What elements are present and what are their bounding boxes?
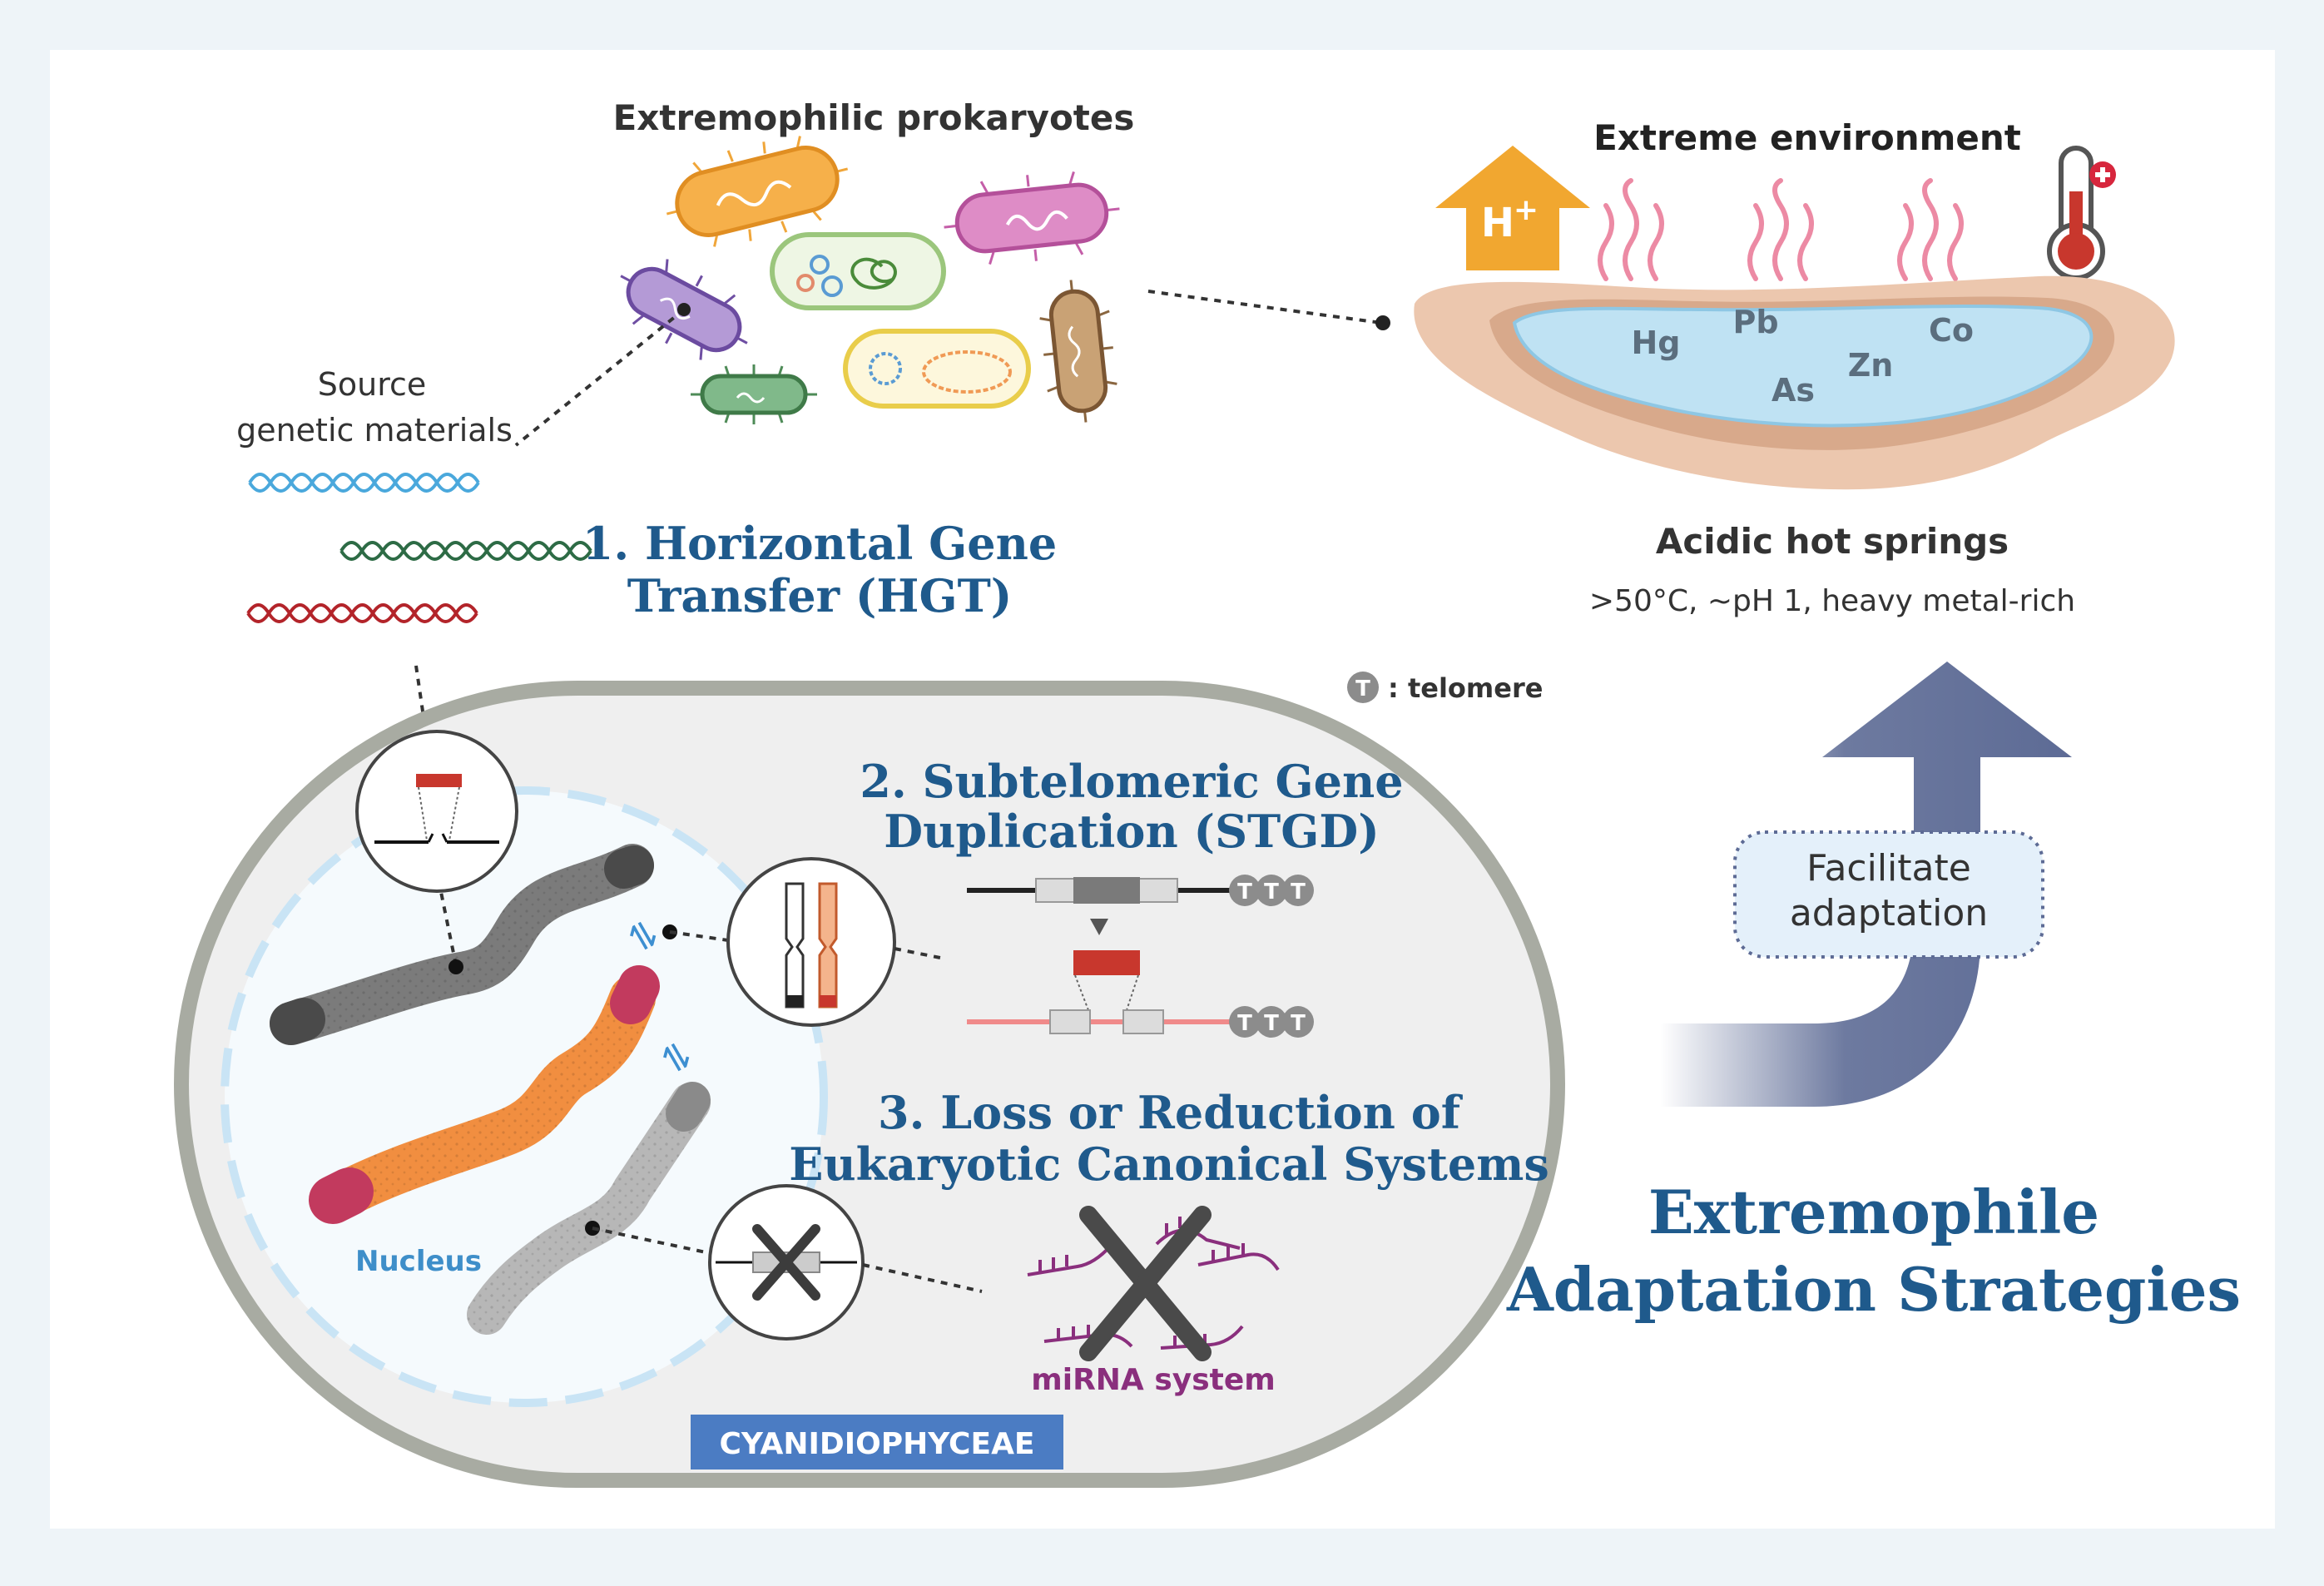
- telomere-legend-label: : telomere: [1388, 672, 1543, 704]
- facilitate-line1: Facilitate: [1806, 847, 1971, 890]
- cell-name: CYANIDIOPHYCEAE: [719, 1427, 1034, 1461]
- source-label-line2: genetic materials: [236, 412, 513, 449]
- dna-strand-red: [246, 603, 478, 623]
- dna-strand-blue: [248, 473, 480, 493]
- link-duplication-to-stgd: [894, 947, 945, 960]
- chromosome-light: [467, 1082, 711, 1335]
- stgd-original-chromosome: [967, 877, 1236, 904]
- metal-as: As: [1771, 372, 1815, 409]
- link-dot-chromosome-dark: [448, 959, 463, 974]
- bacterium-green-capsule: [770, 232, 946, 310]
- source-label-line1: Source: [318, 366, 427, 403]
- dna-strand-green: [339, 541, 592, 561]
- metal-pb: Pb: [1732, 304, 1778, 340]
- loss-title-line1: 3. Loss or Reduction of: [878, 1086, 1464, 1139]
- duplication-zoom-circle: [726, 857, 896, 1027]
- stgd-telomeres-bottom: T T T: [1229, 1006, 1314, 1038]
- metal-hg: Hg: [1631, 325, 1680, 361]
- hgt-title-line1: 1. Horizontal Gene: [582, 517, 1057, 570]
- metal-zn: Zn: [1848, 347, 1894, 384]
- environment-title: Extreme environment: [1593, 117, 2021, 158]
- telomere-legend-symbol: T: [1355, 677, 1370, 701]
- telomere-top-2: T: [1264, 880, 1279, 905]
- insertion-zoom-circle: [355, 730, 518, 893]
- telomere-top-1: T: [1237, 880, 1252, 905]
- loss-zoom-circle: [708, 1184, 865, 1341]
- chromosome-orange: [309, 965, 660, 1224]
- stgd-duplicated-segment: [1073, 950, 1140, 975]
- prokaryotes-label: Extremophilic prokaryotes: [613, 97, 1135, 138]
- bacterium-yellow-capsule: [843, 329, 1031, 409]
- heat-waves: [1598, 178, 1964, 281]
- stgd-insert-right: [1126, 974, 1139, 1011]
- hgt-title-line2: Transfer (HGT): [627, 569, 1013, 622]
- main-title-line2: Adaptation Strategies: [1506, 1254, 2241, 1325]
- facilitate-arrow: [1660, 662, 2072, 1107]
- thermometer-icon: [2047, 146, 2116, 280]
- telomere-bottom-3: T: [1291, 1011, 1306, 1036]
- bacterium-orange: [666, 136, 849, 247]
- link-nucleus-to-duplication: [669, 930, 729, 942]
- facilitate-line2: adaptation: [1790, 892, 1988, 934]
- conditions-label: >50°C, ~pH 1, heavy metal-rich: [1589, 584, 2075, 618]
- stgd-duplication-arrow: [1090, 919, 1108, 935]
- stgd-insert-left: [1074, 974, 1089, 1011]
- stgd-title-line1: 2. Subtelomeric Gene: [860, 755, 1403, 808]
- proton-charge: +: [1514, 193, 1539, 227]
- main-title-line1: Extremophile: [1648, 1177, 2099, 1247]
- proton-symbol: H: [1481, 200, 1514, 246]
- mirna-cross-icon: [1079, 1206, 1212, 1361]
- hot-springs-label: Acidic hot springs: [1656, 521, 2009, 562]
- cell-name-badge: [691, 1415, 1063, 1470]
- stgd-new-chromosome: [967, 1009, 1236, 1034]
- metal-co: Co: [1929, 312, 1974, 349]
- bacterium-green-rod: [691, 364, 817, 424]
- link-prokaryote-to-dna: [514, 308, 686, 447]
- stgd-title-line2: Duplication (STGD): [884, 805, 1380, 858]
- hot-spring-pool: [1414, 275, 2175, 490]
- proton-arrow: H +: [1435, 146, 1590, 270]
- chromosome-dark: [270, 844, 654, 1045]
- stgd-telomeres-top: T T T: [1229, 875, 1314, 906]
- link-dot-environment: [1375, 315, 1390, 330]
- bacterium-pink: [944, 171, 1120, 265]
- bacterium-brown: [1039, 280, 1117, 423]
- nucleus-label: Nucleus: [355, 1245, 482, 1278]
- facilitate-box: [1733, 830, 2044, 959]
- mirna-label: miRNA system: [1031, 1363, 1276, 1397]
- loss-title-line2: Eukaryotic Canonical Systems: [789, 1137, 1549, 1191]
- telomere-legend-icon: [1347, 672, 1379, 703]
- telomere-top-3: T: [1291, 880, 1306, 905]
- telomere-bottom-1: T: [1237, 1011, 1252, 1036]
- telomere-bottom-2: T: [1264, 1011, 1279, 1036]
- link-dot-prokaryote: [677, 303, 691, 316]
